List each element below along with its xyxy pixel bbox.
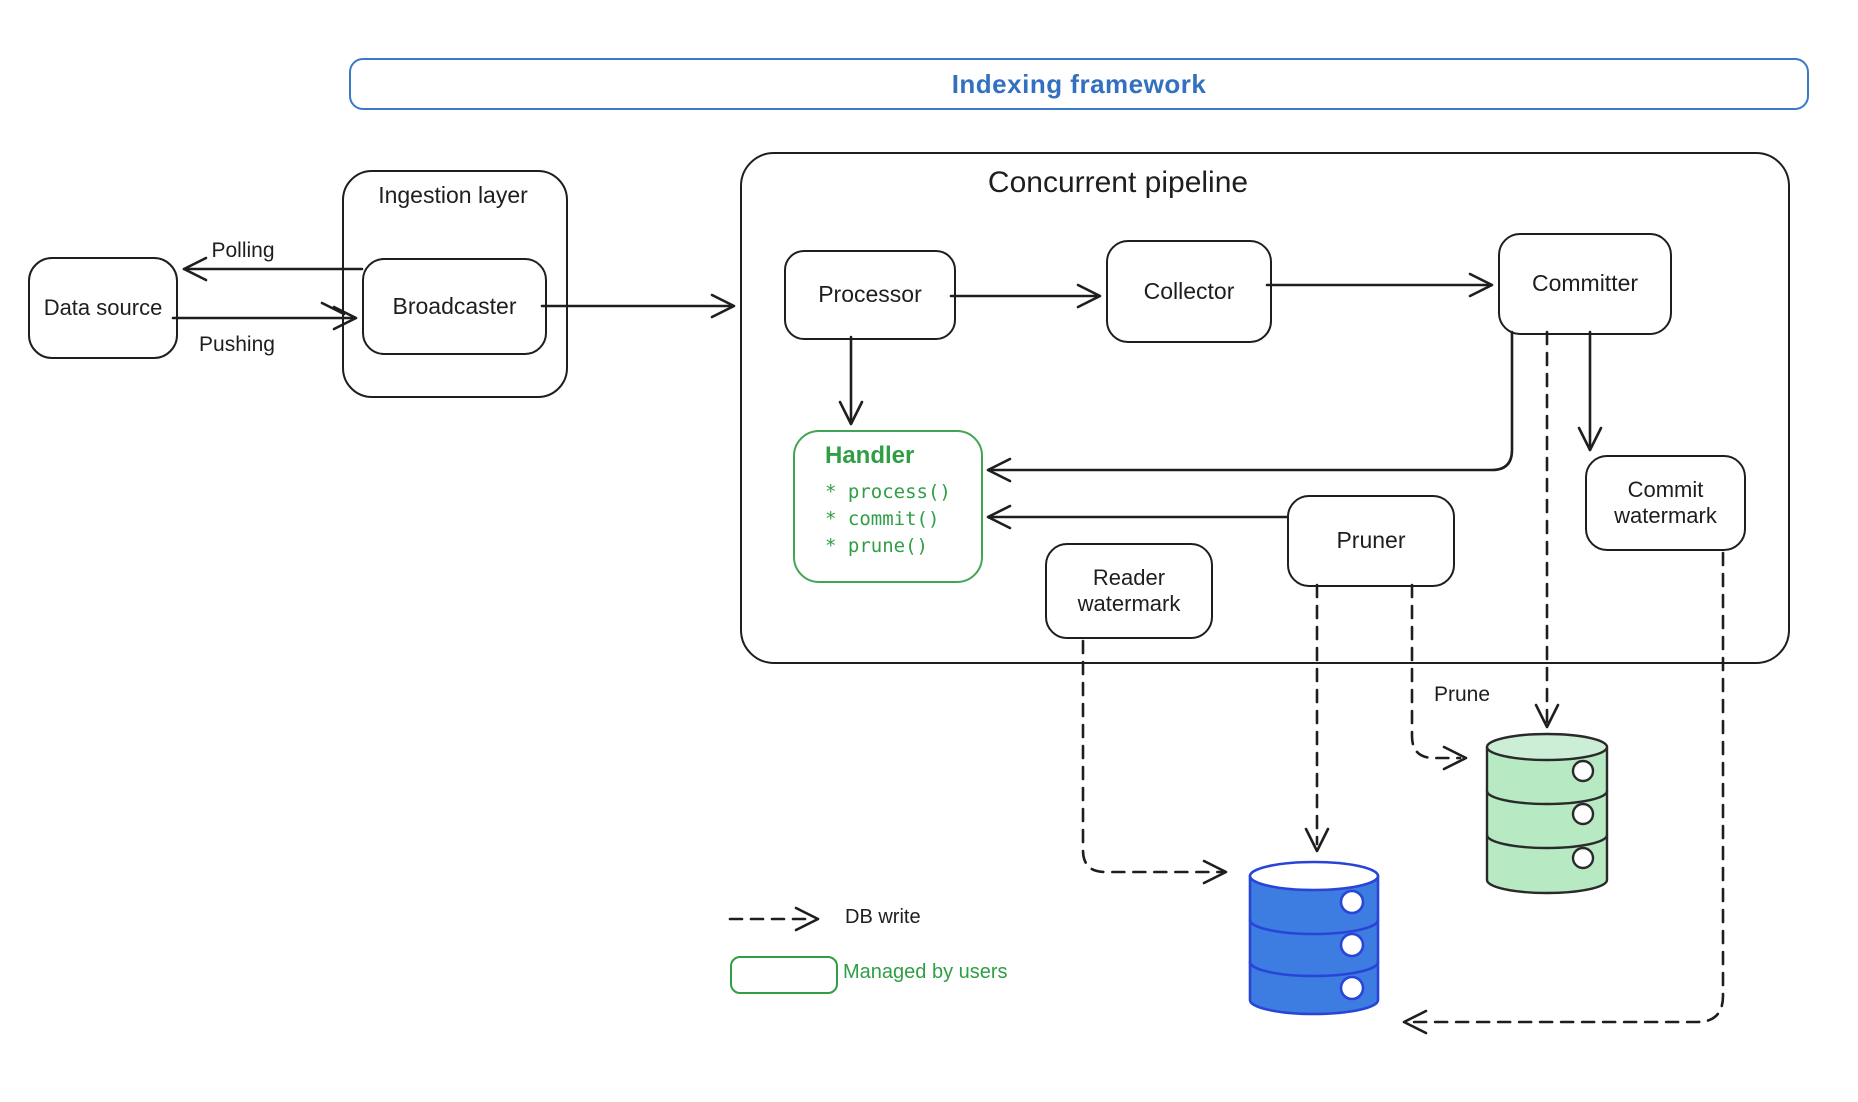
handler-title: Handler [825,442,915,469]
node-commit-watermark: Commit watermark [1585,455,1746,551]
reader-watermark-label: Reader watermark [1077,564,1181,616]
pruner-label: Pruner [1336,527,1406,554]
concurrent-pipeline-title: Concurrent pipeline [987,166,1249,199]
node-broadcaster: Broadcaster [362,258,547,355]
handler-method-prune: * prune() [825,534,928,557]
node-collector: Collector [1106,240,1272,343]
committer-label: Committer [1531,270,1639,297]
handler-method-process: * process() [825,480,951,503]
handler-method-commit: * commit() [825,507,940,530]
node-reader-watermark: Reader watermark [1045,543,1213,639]
processor-label: Processor [818,281,922,308]
commit-watermark-label: Commit watermark [1614,476,1717,528]
edge-label-pushing: Pushing [199,333,275,356]
legend-managed-by-users-label: Managed by users [843,961,1008,983]
node-data-source: Data source [28,257,178,359]
node-committer: Committer [1498,233,1672,335]
indexing-framework-banner: Indexing framework [349,58,1809,110]
edge-label-polling: Polling [211,239,275,262]
banner-title: Indexing framework [951,68,1207,99]
ingestion-layer-title: Ingestion layer [378,182,528,208]
node-processor: Processor [784,250,956,340]
collector-label: Collector [1143,277,1235,304]
legend-managed-by-users-box [730,956,838,994]
node-handler: Handler * process() * commit() * prune() [793,430,983,583]
legend-db-write-label: DB write [845,906,921,928]
edge-label-prune: Prune [1433,683,1491,706]
data-source-label: Data source [43,294,163,320]
broadcaster-label: Broadcaster [392,292,517,319]
